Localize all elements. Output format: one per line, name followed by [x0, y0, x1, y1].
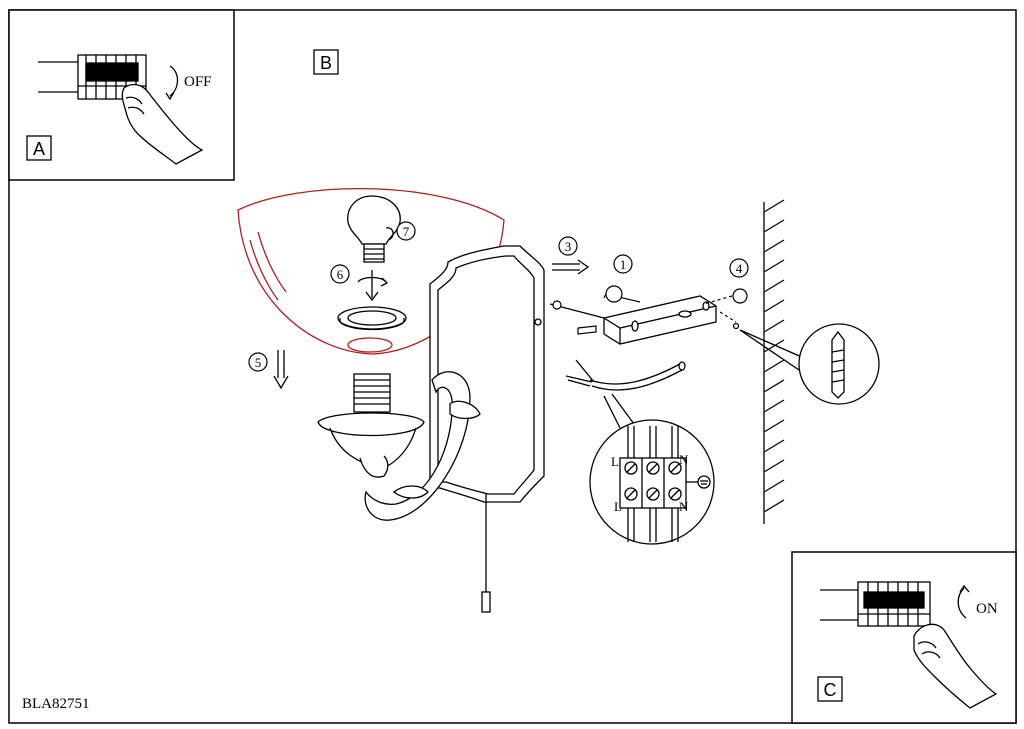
- panel-a: OFF A: [8, 9, 235, 181]
- step-5-badge: 5: [255, 355, 262, 370]
- panel-b-letter-box: [313, 49, 339, 75]
- step-3-arrow-icon: [552, 259, 590, 275]
- wire-label-live-bottom: L: [614, 499, 622, 514]
- outer-frame: [8, 9, 1017, 724]
- hand-icon: [121, 83, 204, 165]
- on-arrow-icon: [957, 587, 967, 619]
- lamp-arm: [364, 371, 481, 521]
- panel-c: ON C: [791, 551, 1017, 724]
- wall-section: [763, 199, 785, 524]
- wall-plug-icon: [831, 330, 845, 399]
- panel-c-letter-box: [817, 676, 843, 702]
- on-arrow-head: [959, 584, 970, 593]
- step-3-badge: 3: [565, 239, 572, 254]
- wire-label-neutral-top: N: [679, 452, 689, 467]
- screws: [549, 285, 748, 335]
- step-5-arrow-icon: [273, 350, 289, 390]
- off-arrow-head: [165, 91, 175, 101]
- panel-b-letter: B: [320, 53, 332, 73]
- wire-label-neutral-bottom: N: [679, 499, 689, 514]
- light-bulb-icon: [347, 195, 401, 263]
- terminal-block-icon: [619, 426, 711, 542]
- panel-a-letter: A: [33, 139, 45, 159]
- terminal-callout: [589, 393, 715, 545]
- document-code: BLA82751: [22, 696, 90, 712]
- earth-symbol-icon: [697, 475, 711, 489]
- off-label: OFF: [184, 74, 212, 90]
- power-cable: [565, 359, 686, 391]
- rotate-ring-arrow-icon: [357, 270, 389, 302]
- rotate-bulb-arrow-icon: [385, 227, 394, 241]
- pull-cord: [481, 494, 491, 613]
- wall-plug-callout: [739, 323, 880, 405]
- step-6-badge: 6: [337, 267, 344, 282]
- breaker-panel-icon-c: [820, 581, 931, 627]
- lamp-socket: [317, 373, 425, 478]
- on-label: ON: [976, 601, 998, 617]
- hand-icon-c: [913, 623, 998, 709]
- wire-label-live-top: L: [611, 454, 619, 469]
- off-arrow-icon: [169, 65, 179, 97]
- step-4-badge: 4: [736, 261, 743, 276]
- step-7-badge: 7: [403, 224, 410, 239]
- breaker-panel-icon: [38, 54, 147, 100]
- step-1-badge: 1: [620, 257, 627, 272]
- panel-a-letter-box: [26, 135, 52, 161]
- mounting-bracket: [603, 295, 717, 345]
- panel-c-letter: C: [824, 680, 837, 700]
- shade-ring: [337, 306, 407, 331]
